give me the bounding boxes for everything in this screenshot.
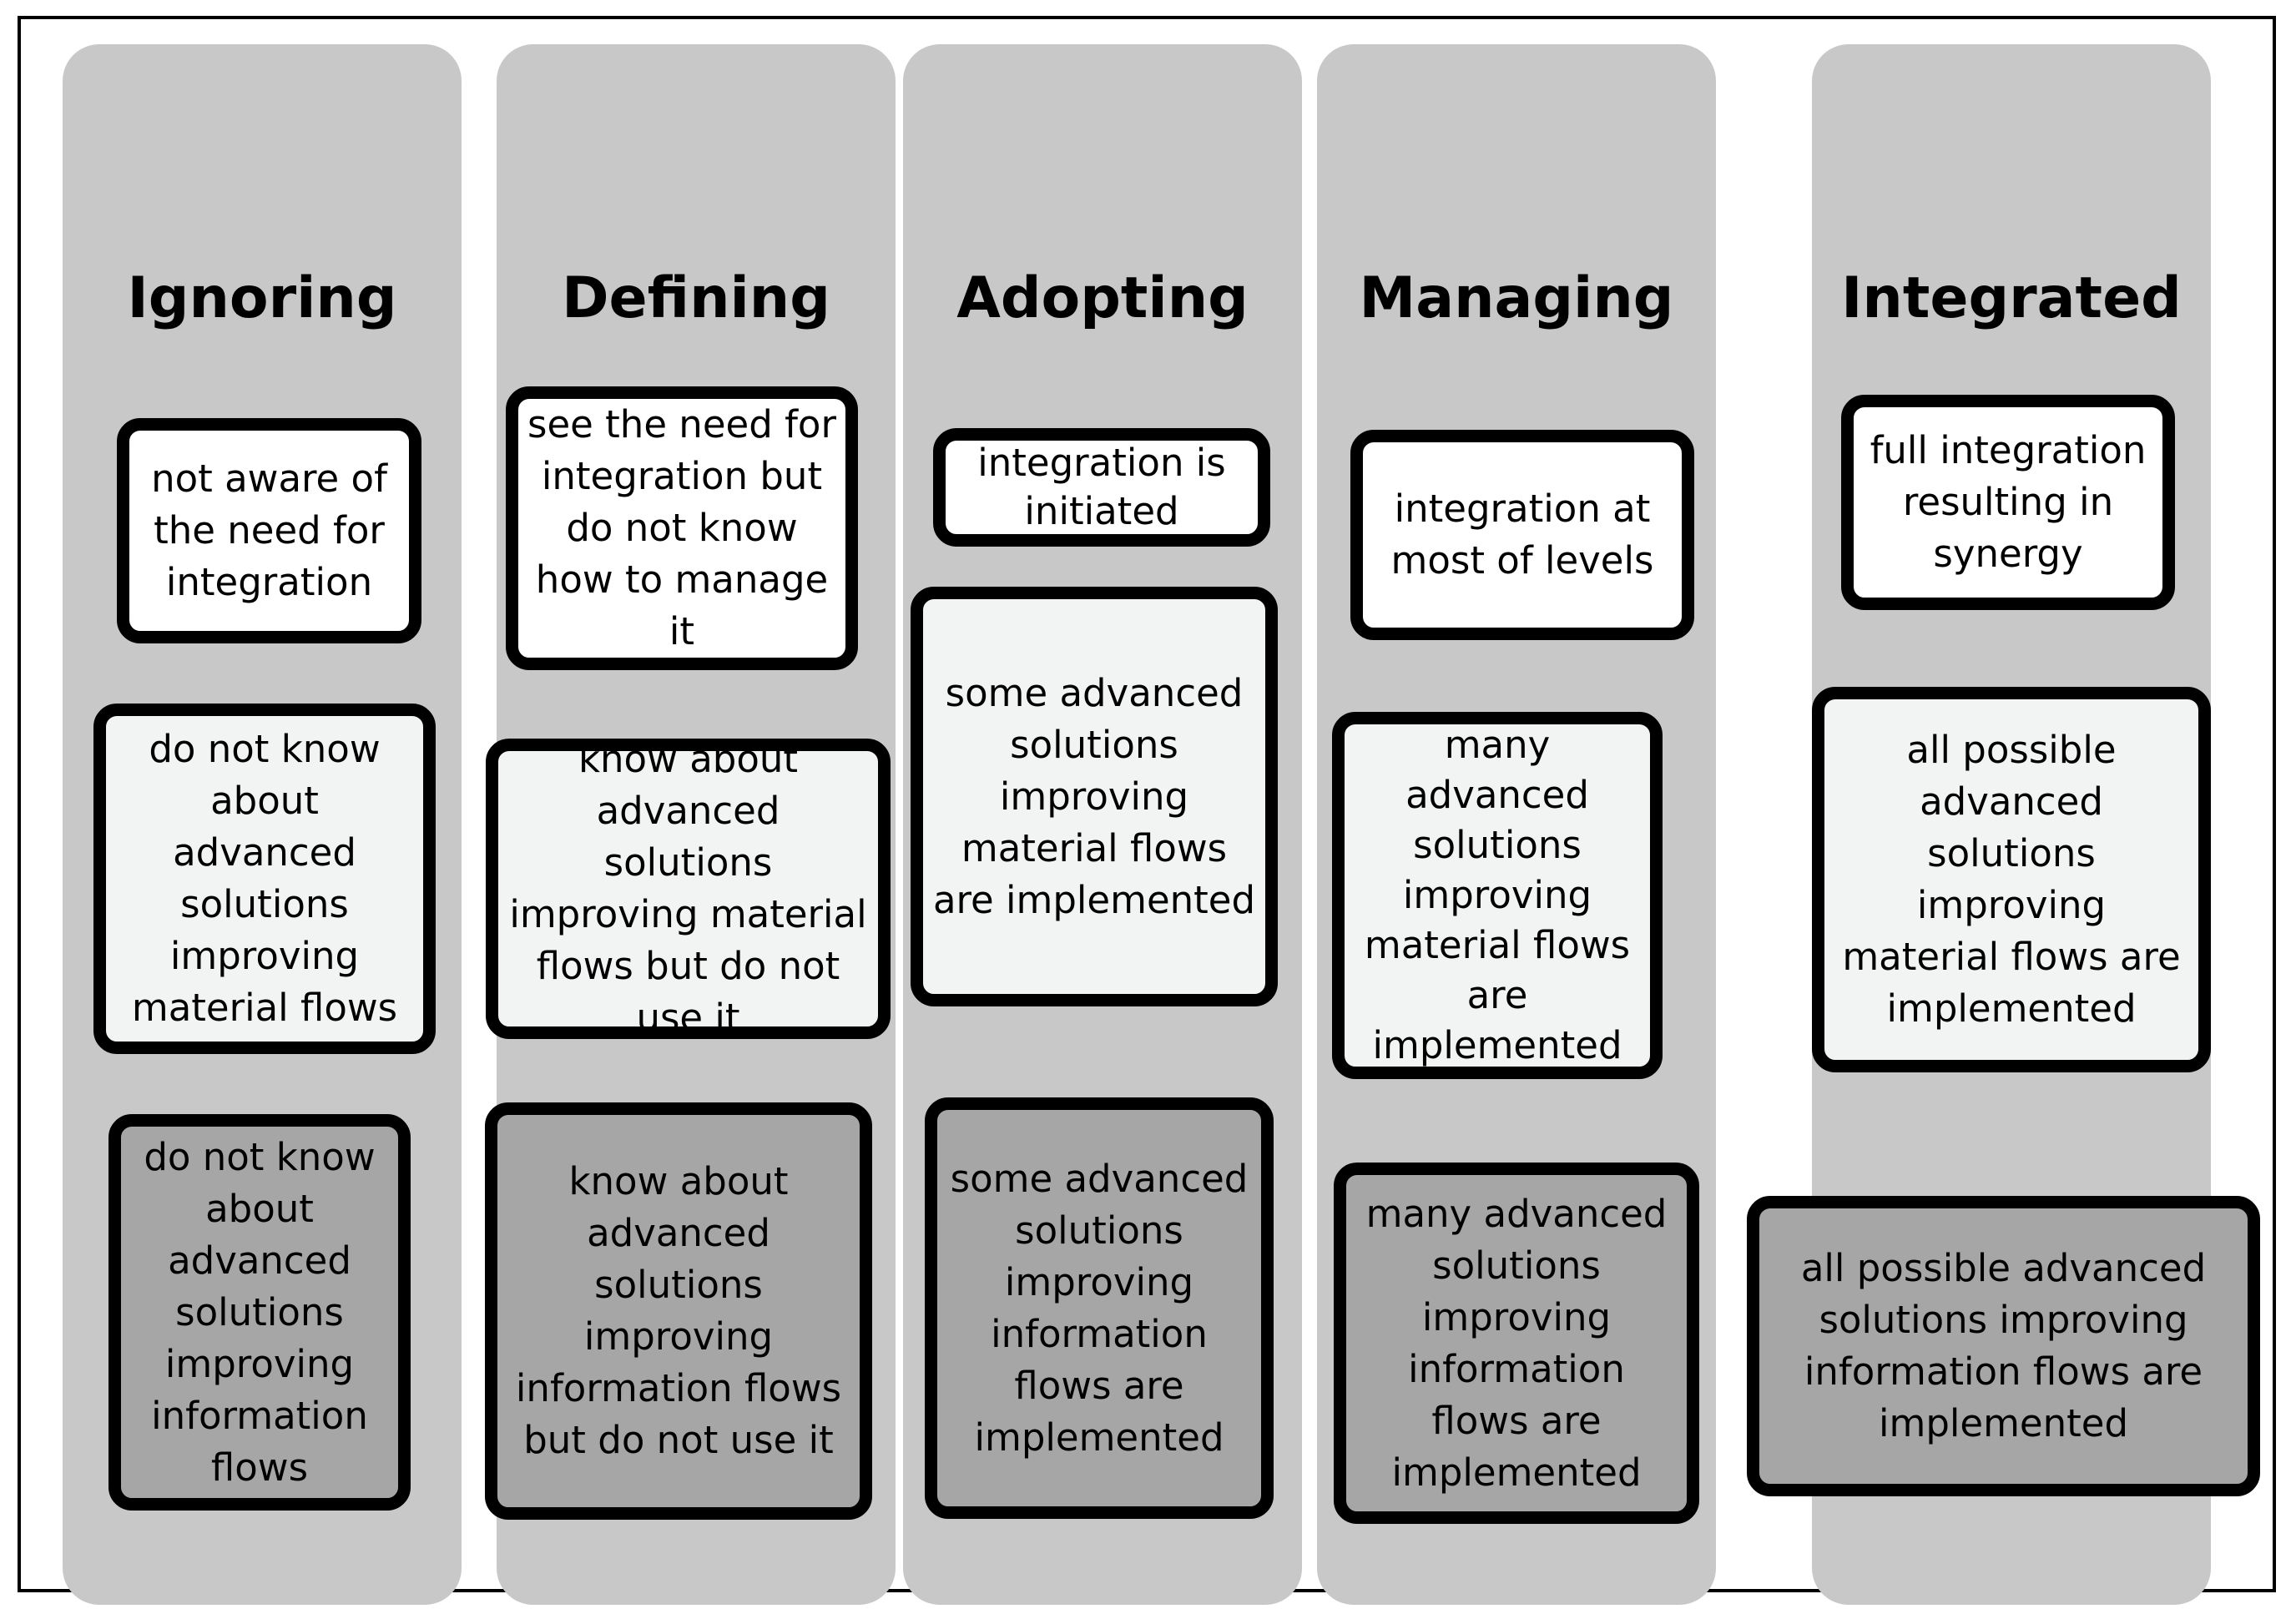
card-text: do not know about advanced solutions imp… xyxy=(131,727,398,1030)
column-title-integrated: Integrated xyxy=(1841,265,2182,331)
card-text: do not know about advanced solutions imp… xyxy=(144,1134,376,1490)
column-integrated: Integrated full integration resulting in… xyxy=(1747,44,2260,1605)
card-managing-material: many advanced solutions improving materi… xyxy=(1332,712,1663,1079)
card-integrated-awareness: full integration resulting in synergy xyxy=(1841,395,2175,610)
column-adopting: Adopting integration is initiated some a… xyxy=(903,44,1302,1605)
card-text: know about advanced solutions improving … xyxy=(509,739,867,1039)
card-text: know about advanced solutions improving … xyxy=(515,1159,842,1462)
card-text: some advanced solutions improving materi… xyxy=(932,670,1256,922)
card-integrated-information: all possible advanced solutions improvin… xyxy=(1747,1196,2260,1496)
card-text: some advanced solutions improving inform… xyxy=(950,1156,1249,1460)
card-text: many advanced solutions improving inform… xyxy=(1365,1191,1668,1495)
card-integrated-material: all possible advanced solutions improvin… xyxy=(1812,687,2211,1072)
card-defining-information: know about advanced solutions improving … xyxy=(485,1102,872,1520)
card-text: not aware of the need for integration xyxy=(151,456,387,604)
column-ignoring: Ignoring not aware of the need for integ… xyxy=(63,44,462,1605)
card-defining-material: know about advanced solutions improving … xyxy=(486,739,891,1039)
card-adopting-information: some advanced solutions improving inform… xyxy=(925,1097,1274,1519)
card-text: integration at most of levels xyxy=(1390,487,1654,583)
column-managing: Managing integration at most of levels m… xyxy=(1317,44,1716,1605)
card-adopting-awareness: integration is initiated xyxy=(933,428,1270,547)
card-text: integration is initiated xyxy=(977,441,1226,533)
card-text: all possible advanced solutions improvin… xyxy=(1842,728,2181,1031)
column-title-defining: Defining xyxy=(562,265,830,331)
card-text: full integration resulting in synergy xyxy=(1870,428,2147,576)
card-adopting-material: some advanced solutions improving materi… xyxy=(911,587,1278,1006)
card-ignoring-awareness: not aware of the need for integration xyxy=(117,418,421,643)
column-title-adopting: Adopting xyxy=(956,265,1249,331)
card-managing-information: many advanced solutions improving inform… xyxy=(1334,1163,1699,1524)
card-ignoring-material: do not know about advanced solutions imp… xyxy=(93,704,436,1054)
card-defining-awareness: see the need for integration but do not … xyxy=(506,386,858,670)
card-text: see the need for integration but do not … xyxy=(527,402,836,653)
column-defining: Defining see the need for integration bu… xyxy=(485,44,896,1605)
card-ignoring-information: do not know about advanced solutions imp… xyxy=(108,1114,411,1511)
card-text: many advanced solutions improving materi… xyxy=(1364,723,1631,1067)
card-managing-awareness: integration at most of levels xyxy=(1350,430,1694,640)
card-text: all possible advanced solutions improvin… xyxy=(1800,1246,2207,1445)
diagram-frame: Ignoring not aware of the need for integ… xyxy=(18,16,2276,1605)
column-title-managing: Managing xyxy=(1359,265,1674,331)
column-title-ignoring: Ignoring xyxy=(127,265,397,331)
